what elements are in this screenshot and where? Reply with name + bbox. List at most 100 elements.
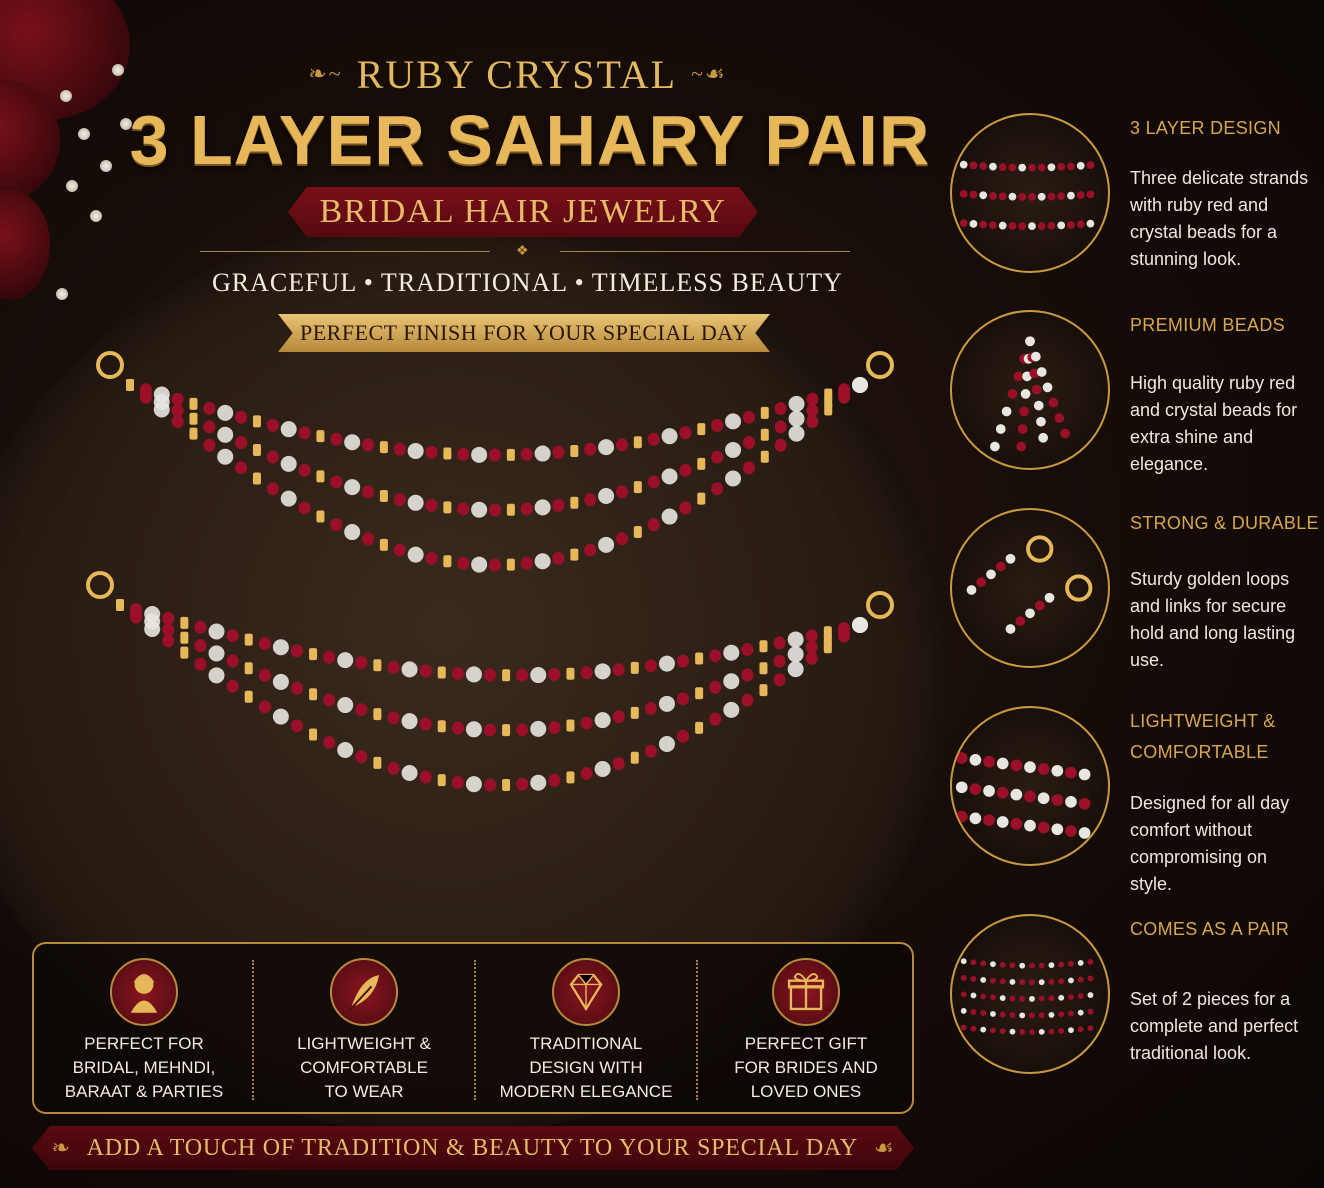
ruby-bead: [226, 679, 239, 693]
ruby-bead: [226, 629, 239, 643]
crystal-bead: [1038, 432, 1049, 443]
ruby-bead: [552, 551, 565, 565]
crystal-bead: [990, 1010, 996, 1017]
crystal-bead: [969, 219, 978, 228]
crystal-bead: [530, 667, 547, 684]
crystal-bead: [658, 736, 675, 753]
ruby-bead: [1009, 962, 1016, 969]
ruby-bead: [999, 1011, 1006, 1018]
ruby-bead: [580, 767, 593, 781]
ruby-bead: [266, 418, 279, 432]
ruby-bead: [580, 716, 593, 730]
ruby-bead: [1009, 995, 1016, 1002]
crystal-bead: [280, 455, 297, 472]
gold-spacer: [180, 631, 189, 644]
feature-text: Three delicate strands with ruby red and…: [1130, 168, 1309, 269]
crystal-bead: [465, 666, 482, 683]
ruby-bead: [1058, 1011, 1065, 1018]
ruby-bead: [1057, 192, 1066, 201]
gold-spacer: [759, 662, 768, 675]
ruby-bead: [1018, 222, 1027, 231]
crystal-bead: [1037, 792, 1050, 805]
gold-spacer: [309, 688, 318, 701]
gold-spacer: [437, 666, 446, 679]
ruby-bead: [425, 498, 438, 512]
ruby-bead: [484, 778, 496, 792]
ruby-bead: [1078, 797, 1091, 810]
crystal-bead: [723, 673, 740, 690]
ruby-bead: [711, 418, 724, 432]
ruby-bead: [1077, 976, 1084, 983]
ruby-bead: [742, 461, 755, 475]
ruby-bead: [711, 450, 724, 464]
ruby-bead: [615, 438, 628, 452]
gold-spacer: [502, 669, 511, 682]
gold-spacer: [697, 457, 706, 470]
ruby-bead: [355, 750, 368, 764]
ruby-bead: [1028, 163, 1036, 172]
crystal-bead: [1022, 371, 1032, 382]
golden-loop: [1065, 574, 1093, 602]
ruby-bead: [1077, 993, 1084, 1000]
ruby-bead: [1058, 961, 1065, 968]
hook-loop: [866, 351, 894, 379]
ruby-bead: [1057, 163, 1066, 171]
crystal-bead: [471, 446, 488, 463]
crystal-bead: [208, 667, 225, 684]
ruby-bead: [1077, 1026, 1084, 1033]
gold-spacer: [633, 436, 642, 449]
ruby-bead: [677, 729, 690, 743]
crystal-bead: [1038, 979, 1045, 986]
crystal-bead: [344, 434, 361, 451]
crystal-bead: [658, 695, 675, 712]
ruby-bead: [999, 978, 1006, 985]
crystal-bead: [217, 404, 234, 421]
ruby-bead: [1037, 821, 1050, 834]
feature-title: LIGHTWEIGHT & COMFORTABLE: [1130, 711, 1276, 762]
ruby-bead: [959, 190, 968, 198]
crystal-bead: [401, 765, 418, 782]
ruby-bead: [1010, 817, 1023, 830]
ruby-bead: [1087, 958, 1094, 965]
crystal-bead: [1051, 764, 1064, 777]
crystal-bead: [661, 428, 678, 445]
subtitle-top: ❧~ RUBY CRYSTAL ~☙: [270, 50, 765, 98]
ruby-bead: [290, 644, 303, 658]
crystal-bead: [1086, 219, 1095, 228]
crystal-bead: [598, 439, 615, 456]
gold-spacer: [695, 721, 704, 734]
ruby-bead: [1009, 1012, 1016, 1019]
ruby-bead: [162, 623, 175, 637]
gold-spacer: [244, 662, 253, 675]
ruby-bead: [1087, 1025, 1094, 1032]
gold-spacer: [443, 447, 452, 460]
ruby-bead: [330, 432, 343, 446]
ruby-bead: [1048, 995, 1055, 1002]
gold-spacer: [566, 719, 575, 732]
feature-text: High quality ruby red and crystal beads …: [1130, 373, 1298, 474]
gold-spacer: [566, 667, 575, 680]
ruby-bead: [615, 532, 628, 546]
crystal-bead: [980, 976, 987, 983]
ruby-bead: [774, 420, 787, 434]
ruby-bead: [980, 960, 987, 967]
crystal-bead: [1010, 788, 1023, 801]
crystal-bead: [1008, 192, 1017, 201]
ruby-bead: [425, 551, 438, 565]
ruby-bead: [983, 814, 995, 827]
ruby-bead: [323, 650, 336, 664]
category-ribbon: BRIDAL HAIR JEWELRY: [288, 187, 758, 237]
crystal-bead: [1077, 960, 1084, 966]
crystal-bead: [969, 812, 982, 825]
ruby-bead: [130, 610, 143, 624]
ruby-bead: [258, 700, 271, 714]
ruby-bead: [969, 161, 978, 170]
gold-spacer: [252, 472, 261, 485]
ruby-bead: [1013, 371, 1024, 382]
crystal-bead: [955, 781, 968, 794]
ruby-bead: [1076, 191, 1085, 199]
separator: [696, 960, 698, 1100]
ruby-bead: [773, 654, 786, 668]
ruby-bead: [1067, 162, 1075, 171]
ruby-bead: [1029, 1029, 1035, 1035]
